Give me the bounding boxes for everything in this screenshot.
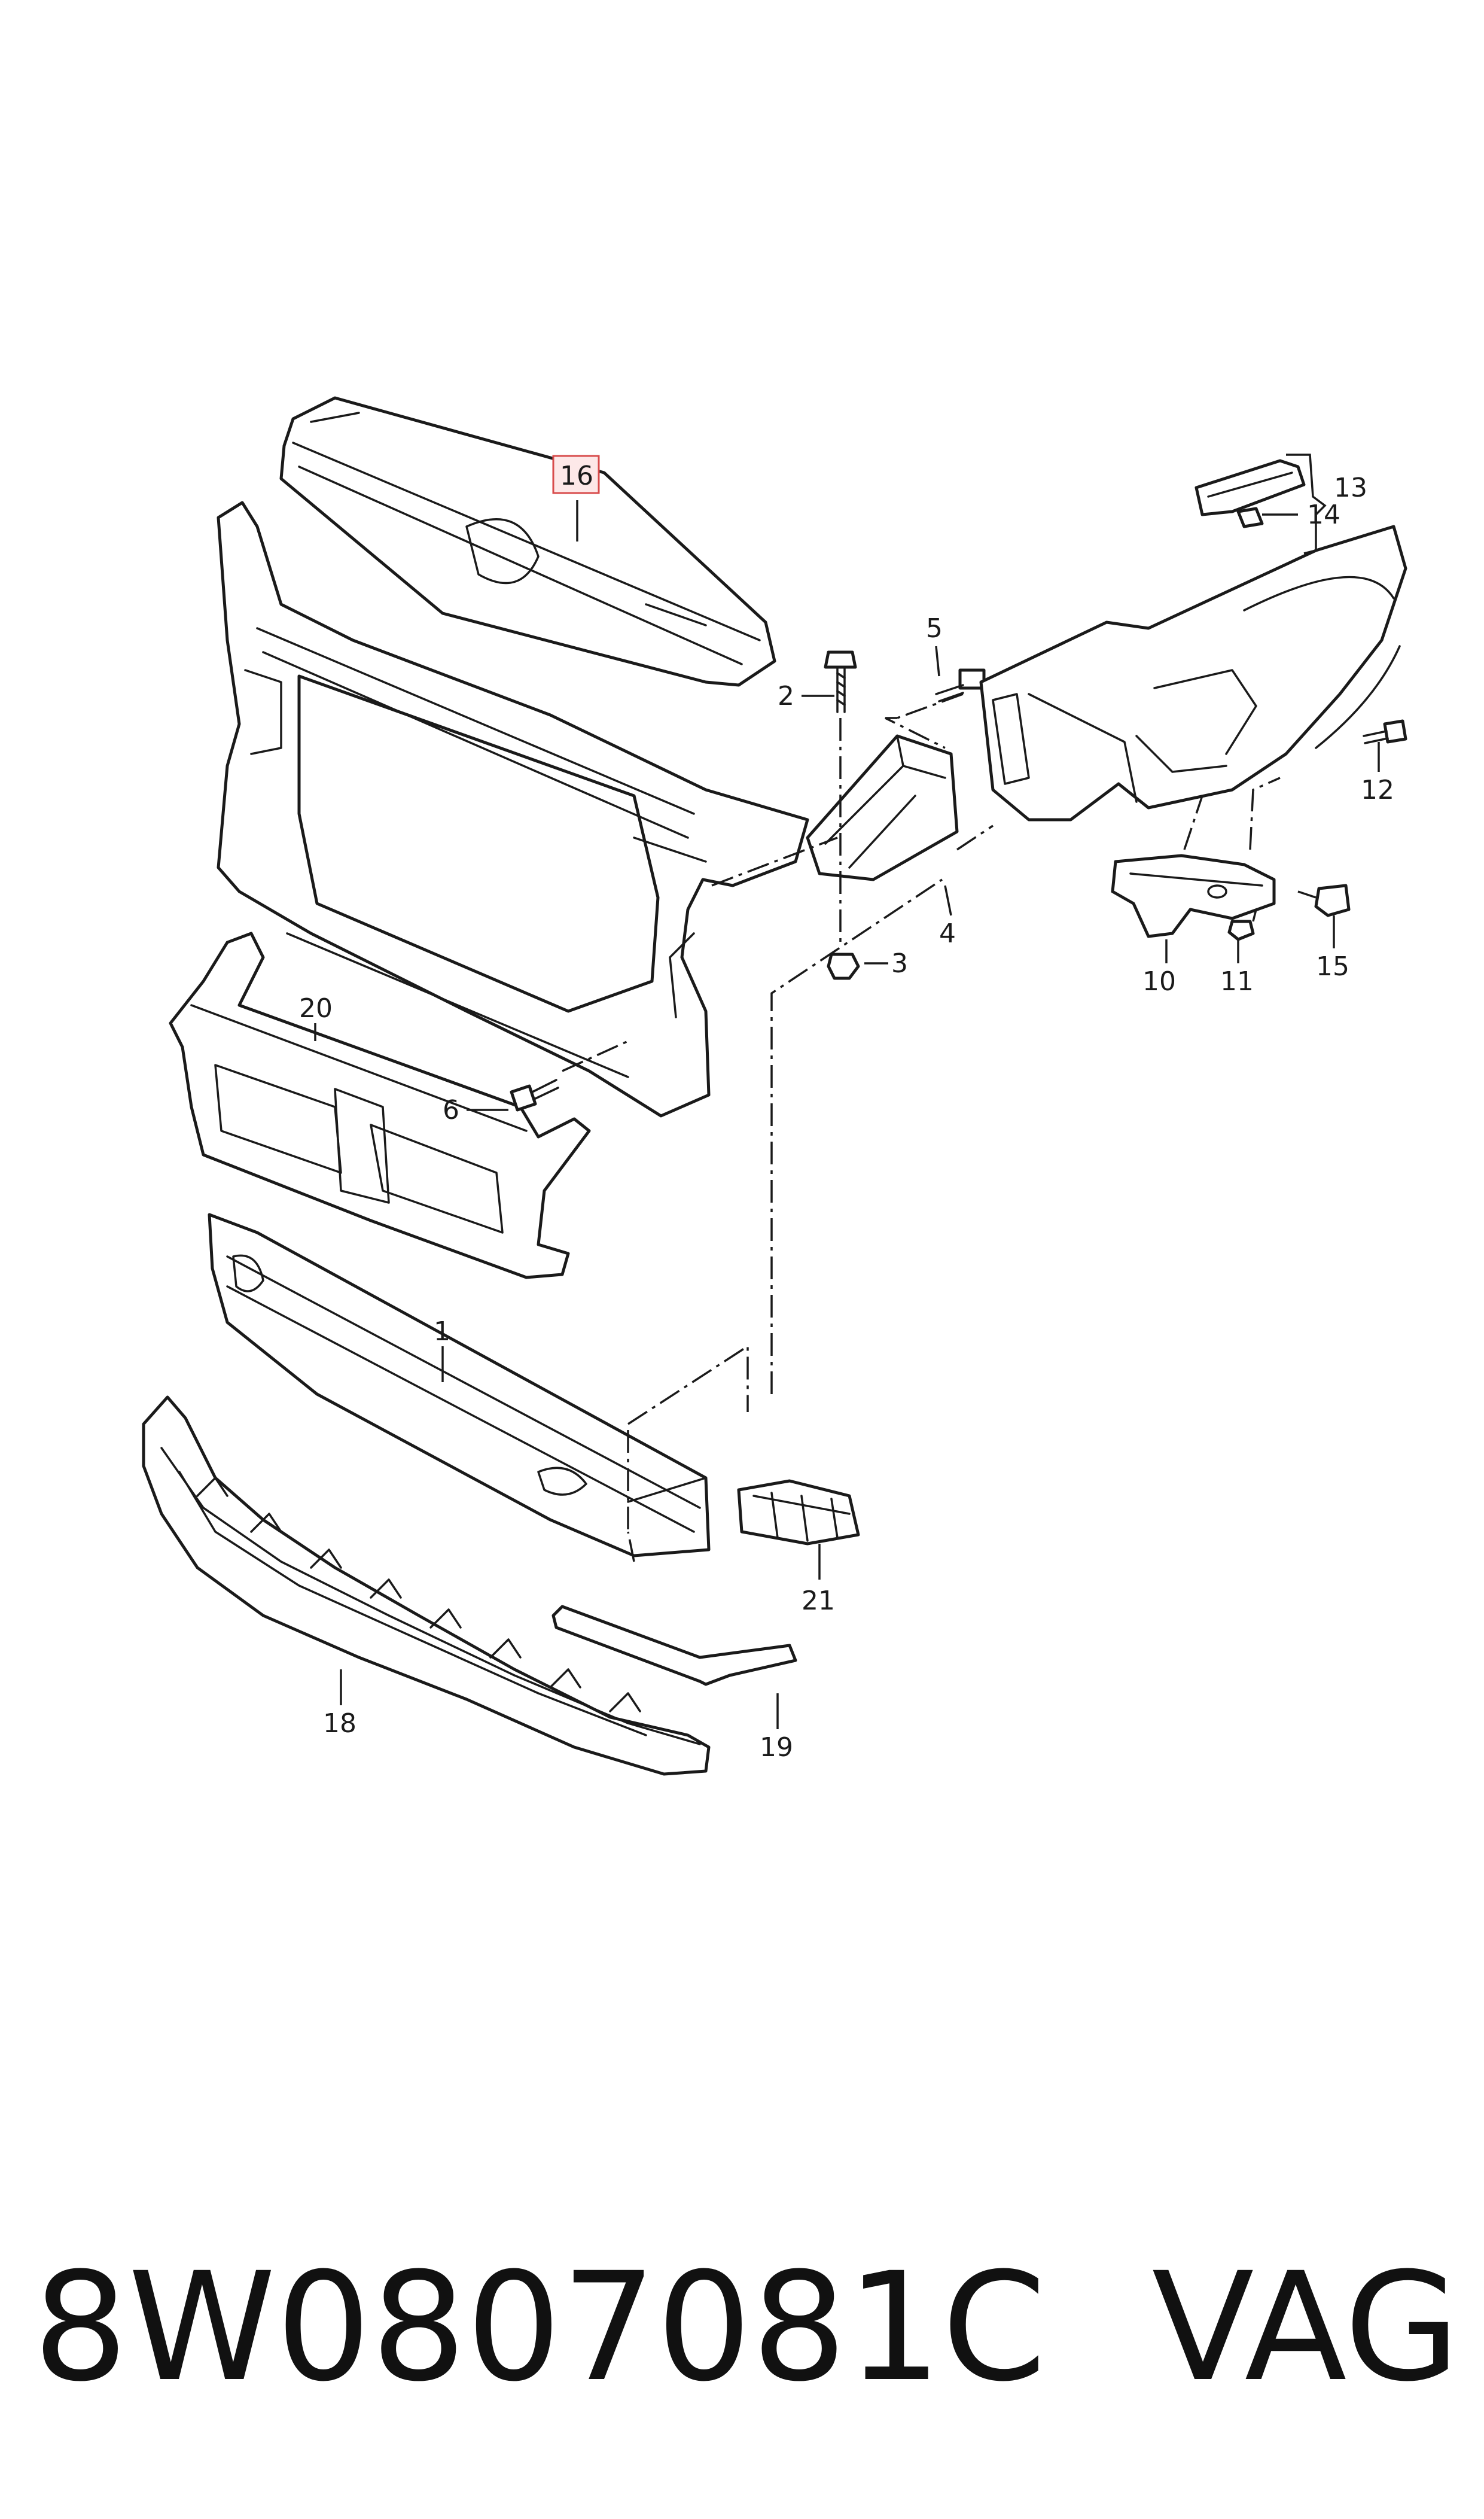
callout-11: 11: [1220, 966, 1254, 997]
brand-label: VAG: [1151, 2240, 1460, 2414]
callout-5: 5: [926, 613, 943, 644]
callout-15: 15: [1316, 951, 1349, 982]
callout-10: 10: [1142, 966, 1176, 997]
part-21-bracket: [737, 1479, 860, 1546]
body-side-section: [979, 525, 1407, 822]
part-12-screw: [1363, 719, 1407, 744]
callout-16-highlight: [552, 455, 600, 494]
callout-3: 3: [891, 948, 908, 979]
callout-20: 20: [299, 993, 333, 1024]
callout-16: 16: [560, 461, 593, 491]
part-5-screw: [935, 668, 986, 702]
callout-21: 21: [802, 1586, 835, 1616]
part-11-nut: [1227, 920, 1255, 941]
part-14-clip: [1236, 507, 1264, 528]
callout-2: 2: [778, 681, 794, 711]
callout-12: 12: [1361, 775, 1394, 805]
callout-18: 18: [323, 1708, 356, 1739]
callout-14: 14: [1307, 500, 1340, 530]
callout-leaders: [314, 454, 1380, 1729]
assembly-lines: [562, 693, 1317, 1562]
part-18-energy-absorber: [142, 1395, 711, 1776]
lock-carrier-frame: [217, 501, 809, 1118]
part-10-bracket: [1111, 854, 1276, 938]
part-15-clip: [1314, 884, 1351, 917]
part-4-crash-box: [806, 734, 959, 881]
part-19-trim-strip: [551, 1605, 797, 1686]
part-13-bracket: [1194, 459, 1306, 516]
callout-1: 1: [434, 1316, 450, 1347]
callout-19: 19: [760, 1732, 793, 1763]
part-16-air-guide: [279, 396, 776, 687]
part-number-label: 8W0807081C: [33, 2240, 1047, 2414]
callout-labels: 16 2 5 3 4 6 20 1 18 19 21 10 11 15 12 1…: [299, 461, 1394, 1763]
part-1-crossmember: [208, 1213, 711, 1557]
callout-13: 13: [1334, 473, 1367, 503]
callout-6: 6: [443, 1095, 459, 1125]
part-6-screw: [510, 1079, 559, 1112]
part-3-nut: [827, 953, 860, 980]
part-2-bolt: [824, 650, 857, 713]
callout-4: 4: [939, 918, 956, 949]
